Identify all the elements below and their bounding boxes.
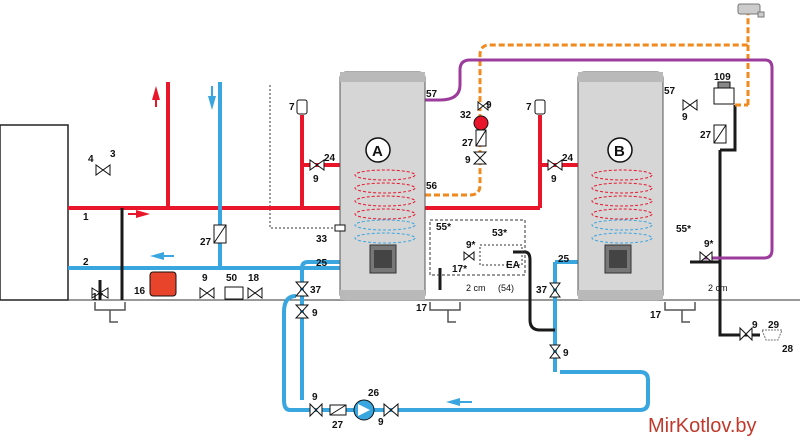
mixing-valve-109	[713, 87, 735, 105]
label-29: 29	[768, 320, 780, 331]
recirculation-lines	[425, 10, 750, 197]
pressure-reducer-50	[224, 286, 244, 300]
pump-32	[473, 115, 489, 131]
label-109: 109	[714, 72, 731, 83]
sensor-33	[334, 224, 346, 232]
label-9-f: 9	[465, 155, 471, 166]
label-16: 16	[134, 286, 146, 297]
hot-water-lines	[68, 82, 578, 210]
dimension-a: 2 cm	[466, 283, 486, 293]
label-17d: 17*	[452, 264, 467, 275]
label-27d: 27	[332, 420, 344, 431]
label-27a: 27	[200, 237, 212, 248]
label-28: 28	[782, 344, 794, 355]
ea-box	[479, 244, 523, 266]
label-18: 18	[248, 273, 260, 284]
safety-group-box-a	[429, 219, 526, 276]
label-9-a: 9	[313, 174, 319, 185]
dimension-a2: (54)	[498, 283, 514, 293]
label-2: 2	[83, 257, 89, 268]
label-1: 1	[83, 212, 89, 223]
label-17b: 17	[416, 303, 428, 314]
label-9-k: 9	[752, 320, 758, 331]
label-57b: 57	[664, 86, 676, 97]
label-24b: 24	[562, 153, 574, 164]
cold-flow-arrows	[150, 86, 472, 406]
label-9-d: 9	[312, 308, 318, 319]
label-27b: 27	[462, 138, 474, 149]
label-3: 3	[110, 149, 116, 160]
check-valves	[213, 124, 727, 416]
expansion-vessel-16	[149, 271, 177, 297]
label-9-e: 9	[486, 100, 492, 111]
tank-a-letter: A	[372, 143, 383, 160]
label-33: 33	[316, 234, 328, 245]
label-9-i: 9	[312, 392, 318, 403]
label-9-b: 9	[551, 174, 557, 185]
tank-b-letter: B	[614, 143, 625, 160]
valves	[91, 99, 753, 418]
label-27c: 27	[700, 130, 712, 141]
label-17a: 17	[92, 292, 104, 303]
shower-icon	[737, 3, 765, 18]
label-9-h: 9	[682, 112, 688, 123]
label-17c: 17	[650, 310, 662, 321]
label-25b: 25	[558, 254, 570, 265]
label-56: 56	[426, 181, 438, 192]
drains	[94, 302, 696, 323]
hot-flow-arrows	[128, 86, 160, 218]
label-50: 50	[226, 273, 238, 284]
pump-26-arrow	[358, 404, 370, 416]
label-7b: 7	[526, 102, 532, 113]
purple-lines	[425, 58, 774, 260]
label-ea: EA	[506, 260, 520, 271]
label-26: 26	[368, 388, 380, 399]
label-57a: 57	[426, 89, 438, 100]
watermark: MirKotlov.by	[648, 415, 757, 437]
label-55a: 55*	[436, 222, 451, 233]
boiler-unit	[0, 124, 69, 301]
dimension-b: 2 cm	[708, 283, 728, 293]
label-9-g: 9	[563, 348, 569, 359]
label-9star-a: 9*	[466, 240, 476, 251]
label-9-c: 9	[202, 273, 208, 284]
label-37b: 37	[536, 285, 548, 296]
mixing-valve-head	[717, 81, 731, 89]
air-vents	[296, 99, 546, 115]
label-9star-b: 9*	[704, 239, 714, 250]
tank-a: A	[339, 71, 426, 301]
label-53: 53*	[492, 228, 507, 239]
filter-28	[761, 329, 783, 341]
label-9-j: 9	[378, 417, 384, 428]
label-37a: 37	[310, 285, 322, 296]
dashed-boundary	[269, 85, 340, 229]
tank-b: B	[577, 71, 664, 301]
label-25a: 25	[316, 258, 328, 269]
label-24a: 24	[324, 153, 336, 164]
label-7a: 7	[289, 102, 295, 113]
label-4: 4	[88, 154, 94, 165]
label-55b: 55*	[676, 224, 691, 235]
label-32: 32	[460, 110, 472, 121]
